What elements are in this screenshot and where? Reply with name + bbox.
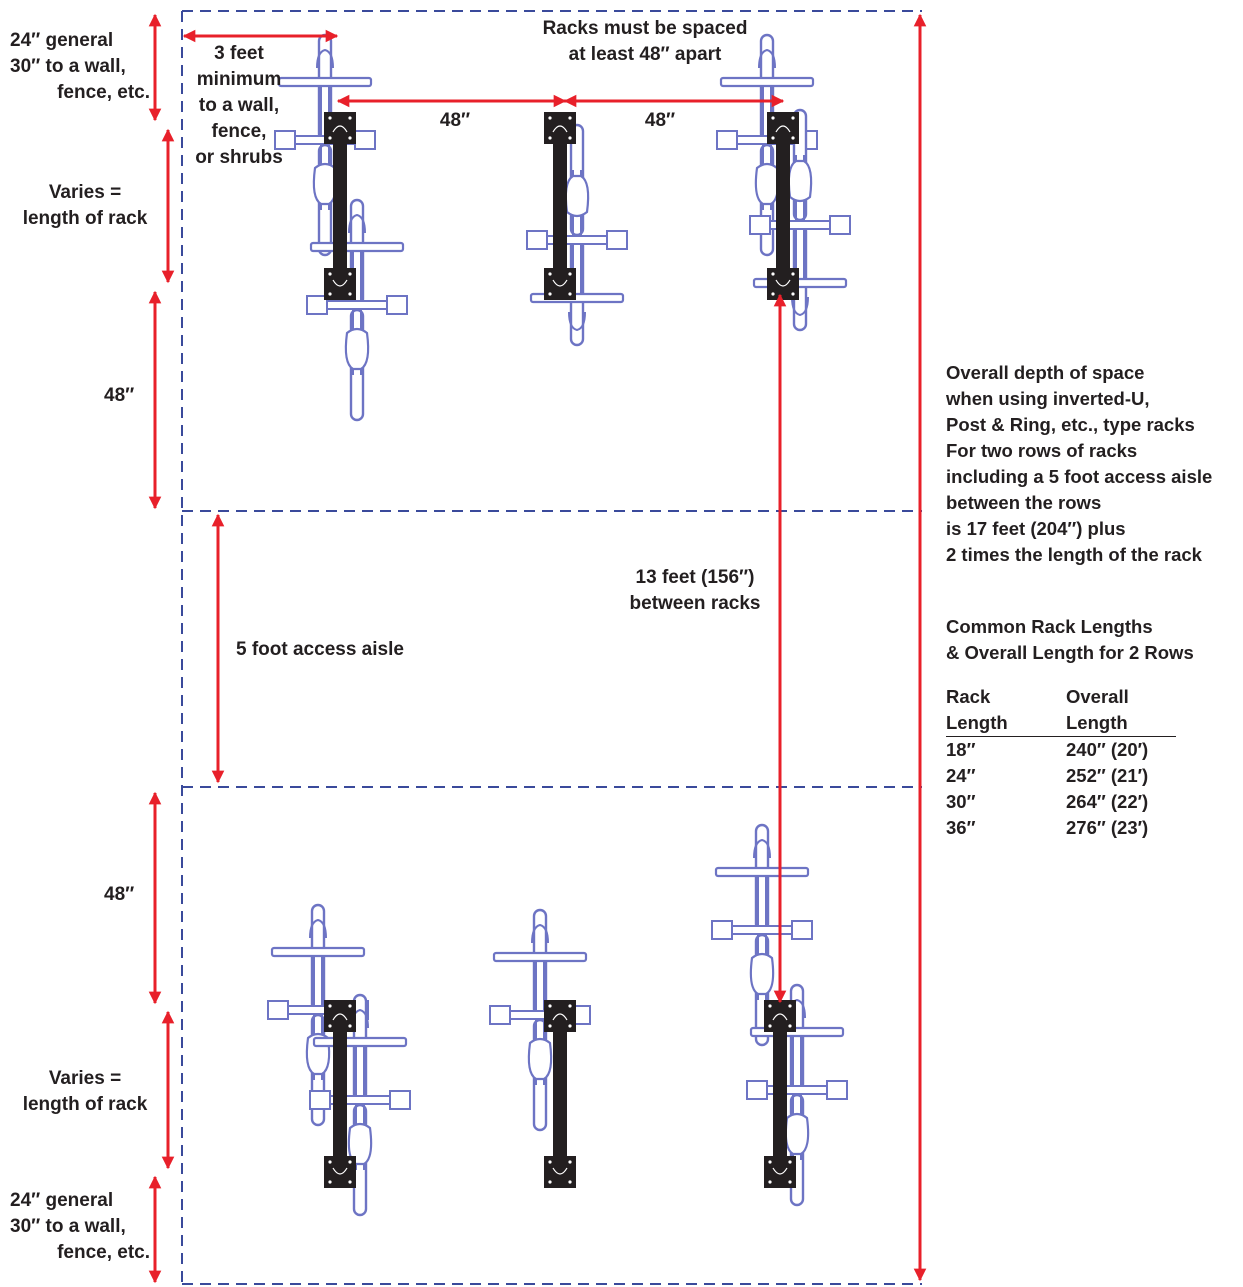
table-row: 18″240″ (20′) bbox=[946, 739, 1149, 760]
table-row: 24″252″ (21′) bbox=[946, 765, 1149, 786]
gap-right-label: 48″ bbox=[644, 110, 676, 131]
three-feet-minimum-label: 3 feet minimum to a wall, fence, or shru… bbox=[195, 43, 283, 168]
rack-lengths-title: Common Rack Lengths & Overall Length for… bbox=[946, 616, 1194, 663]
table-row: 36″276″ (23′) bbox=[946, 817, 1149, 838]
parking-boundary bbox=[181, 10, 922, 1285]
rack-length-top-label: Varies = length of rack bbox=[22, 182, 148, 229]
table-row: 30″264″ (22′) bbox=[946, 791, 1149, 812]
bottom-setback-label: 24″ general 30″ to a wall, fence, etc. bbox=[10, 1190, 150, 1263]
aisle-label: 5 foot access aisle bbox=[236, 639, 404, 660]
clear-top-label: 48″ bbox=[104, 385, 135, 406]
between-racks-label: 13 feet (156″) between racks bbox=[629, 567, 761, 614]
overall-depth-text: Overall depth of space when using invert… bbox=[946, 362, 1213, 565]
gap-left-label: 48″ bbox=[439, 110, 471, 131]
top-setback-label: 24″ general 30″ to a wall, fence, etc. bbox=[10, 30, 150, 103]
clear-bottom-label: 48″ bbox=[104, 884, 135, 905]
rack-length-bottom-label: Varies = length of rack bbox=[22, 1068, 148, 1115]
rack-spacing-label: Racks must be spaced at least 48″ apart bbox=[542, 18, 748, 65]
dimension-arrow-icon bbox=[148, 13, 927, 1284]
